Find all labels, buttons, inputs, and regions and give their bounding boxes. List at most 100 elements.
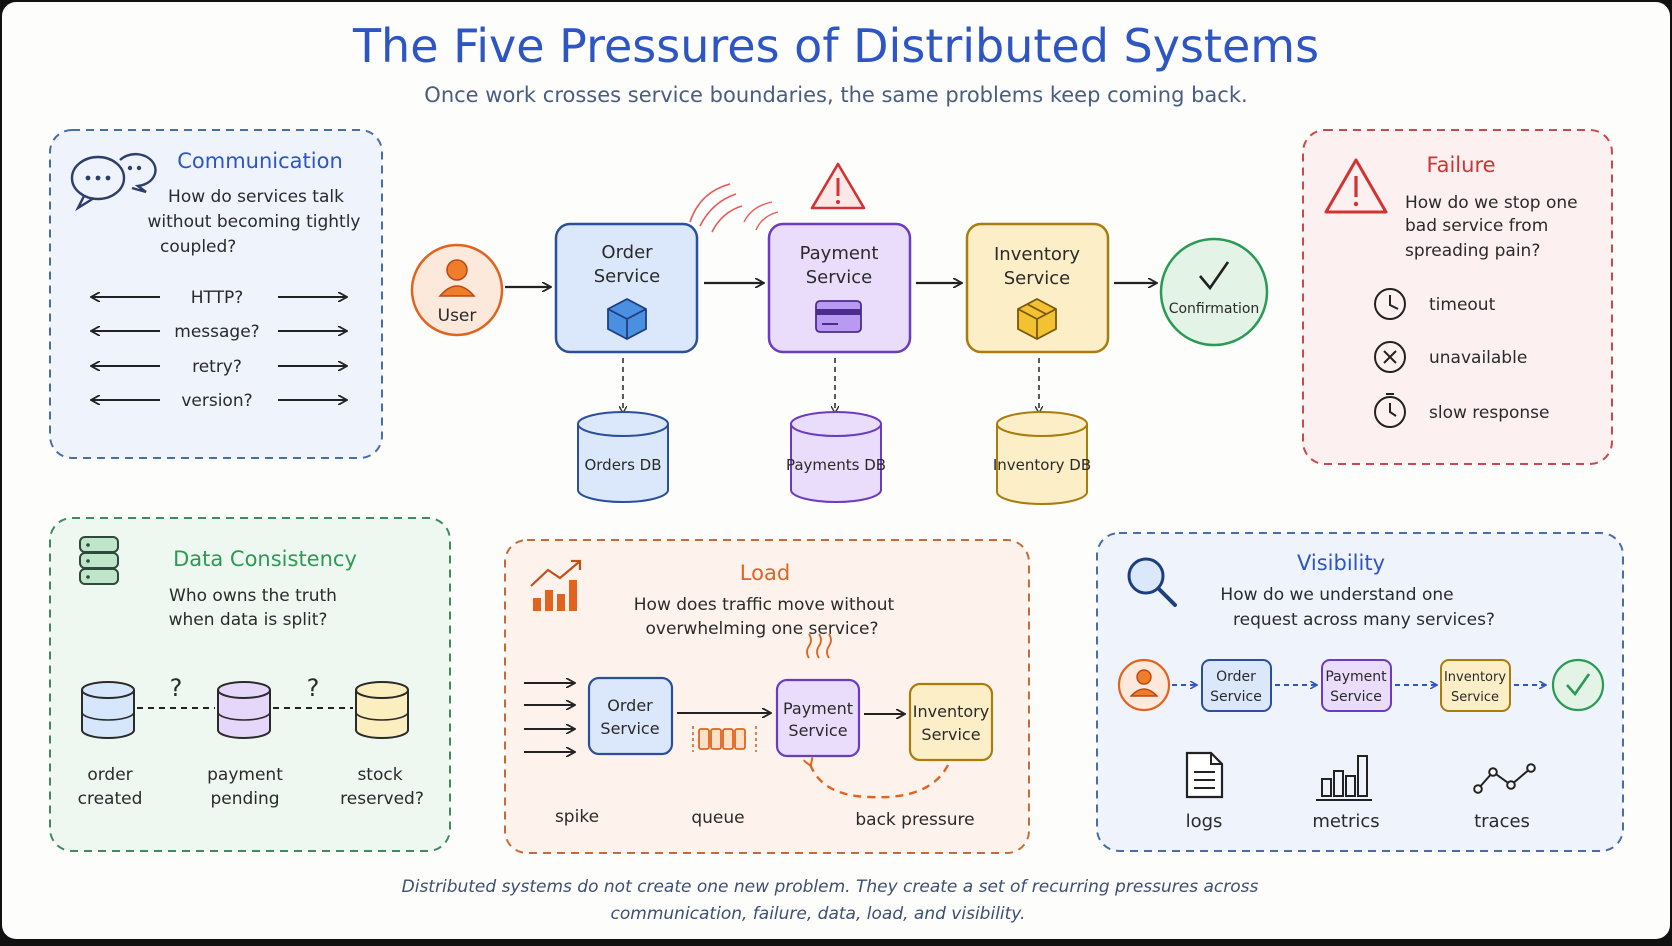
consistency-question-mark-2: ? xyxy=(307,674,320,702)
failure-question-line-1: How do we stop one xyxy=(1405,193,1578,213)
credit-card-icon xyxy=(815,300,862,333)
svg-text:Service: Service xyxy=(806,267,873,288)
svg-text:Orders DB: Orders DB xyxy=(584,456,661,474)
confirmation-label: Confirmation xyxy=(1169,301,1260,317)
page-subtitle: Once work crosses service boundaries, th… xyxy=(424,83,1247,107)
svg-text:slow response: slow response xyxy=(1429,403,1550,423)
user-node: User xyxy=(410,243,504,337)
visibility-question-line-1: How do we understand one xyxy=(1220,585,1453,605)
state-payment-line-2: pending xyxy=(210,789,279,809)
svg-text:Service: Service xyxy=(1210,689,1262,705)
user-icon xyxy=(438,259,476,297)
search-icon xyxy=(1127,557,1177,607)
load-title: Load xyxy=(740,561,790,585)
communication-item-message: message? xyxy=(92,322,346,342)
logs-icon xyxy=(1185,751,1224,799)
service-flow: User Order Service xyxy=(410,162,1269,505)
trace-success-icon xyxy=(1551,658,1605,712)
communication-item-version: version? xyxy=(92,391,346,411)
communication-question-line-1: How do services talk xyxy=(168,187,344,207)
traffic-spike-arrows xyxy=(524,683,574,752)
stock-state-db xyxy=(355,681,409,739)
consistency-title: Data Consistency xyxy=(173,547,357,571)
visibility-label-traces: traces xyxy=(1474,811,1530,832)
failure-question-line-3: spreading pain? xyxy=(1405,241,1540,261)
failure-item-timeout: timeout xyxy=(1374,288,1496,320)
visibility-title: Visibility xyxy=(1297,551,1385,575)
footer-line-1: Distributed systems do not create one ne… xyxy=(402,877,1259,897)
traces-icon xyxy=(1473,763,1536,794)
svg-text:retry?: retry? xyxy=(192,357,242,377)
failure-warning-icon xyxy=(1324,158,1388,214)
svg-text:Inventory: Inventory xyxy=(913,702,989,721)
visibility-label-logs: logs xyxy=(1186,811,1223,832)
inventory-db: Inventory DB xyxy=(993,411,1091,505)
communication-panel-frame xyxy=(49,129,383,459)
svg-text:Service: Service xyxy=(1330,689,1382,705)
confirmation-node: Confirmation xyxy=(1159,237,1269,347)
failure-item-slow-response: slow response xyxy=(1374,393,1550,428)
svg-text:Inventory: Inventory xyxy=(994,244,1080,265)
consistency-question-line-2: when data is split? xyxy=(169,610,328,630)
communication-question-line-3: coupled? xyxy=(160,237,236,257)
failure-title: Failure xyxy=(1426,153,1495,177)
svg-text:Service: Service xyxy=(1451,690,1499,705)
stopwatch-icon xyxy=(1374,393,1406,428)
load-label-spike: spike xyxy=(555,807,599,827)
svg-text:HTTP?: HTTP? xyxy=(191,288,244,308)
state-payment-line-1: payment xyxy=(207,765,283,785)
trace-inventory-service: Inventory Service xyxy=(1440,659,1511,712)
trend-chart-icon xyxy=(530,559,582,611)
svg-text:Order: Order xyxy=(607,696,653,715)
footer-line-2: communication, failure, data, load, and … xyxy=(611,904,1026,924)
svg-text:Inventory: Inventory xyxy=(1444,670,1506,685)
close-circle-icon xyxy=(1374,341,1406,373)
svg-text:Service: Service xyxy=(921,725,980,744)
package-icon xyxy=(1017,297,1057,341)
svg-text:version?: version? xyxy=(181,391,252,411)
state-stock-line-1: stock xyxy=(357,765,402,785)
clock-icon xyxy=(1374,288,1406,320)
check-icon xyxy=(1199,261,1230,291)
svg-text:Service: Service xyxy=(788,721,847,740)
svg-text:unavailable: unavailable xyxy=(1429,348,1527,368)
inventory-service-node: Inventory Service xyxy=(965,222,1110,354)
chat-bubbles-icon xyxy=(70,152,157,212)
visibility-label-metrics: metrics xyxy=(1312,811,1379,832)
state-order-line-1: order xyxy=(87,765,132,785)
svg-text:Payments DB: Payments DB xyxy=(786,456,886,474)
svg-text:Payment: Payment xyxy=(1325,669,1387,685)
failure-item-unavailable: unavailable xyxy=(1374,341,1527,373)
load-order-service: Order Service xyxy=(587,676,674,756)
communication-panel: Communication How do services talk witho… xyxy=(49,129,383,459)
order-state-db xyxy=(81,681,135,739)
page-title: The Five Pressures of Distributed System… xyxy=(352,19,1319,73)
svg-text:Service: Service xyxy=(1004,268,1071,289)
visibility-question-line-2: request across many services? xyxy=(1233,610,1495,630)
database-stack-icon xyxy=(79,536,119,585)
communication-question-line-2: without becoming tightly xyxy=(148,212,361,232)
svg-text:Inventory DB: Inventory DB xyxy=(993,456,1091,474)
visibility-panel: Visibility How do we understand one requ… xyxy=(1096,532,1624,852)
cube-icon xyxy=(607,297,647,341)
data-consistency-panel: Data Consistency Who owns the truth when… xyxy=(49,517,451,852)
state-stock-line-2: reserved? xyxy=(340,789,424,809)
svg-text:Order: Order xyxy=(601,242,653,263)
state-order-line-2: created xyxy=(78,789,143,809)
load-label-back-pressure: back pressure xyxy=(855,810,974,830)
consistency-question-mark-1: ? xyxy=(170,674,183,702)
consistency-question-line-1: Who owns the truth xyxy=(169,586,337,606)
trace-payment-service: Payment Service xyxy=(1321,659,1392,712)
load-question-line-1: How does traffic move without xyxy=(634,595,895,615)
failure-question-line-2: bad service from xyxy=(1405,216,1548,236)
payment-state-db xyxy=(217,681,271,739)
load-payment-service: Payment Service xyxy=(775,678,861,758)
failure-panel: Failure How do we stop one bad service f… xyxy=(1302,129,1613,465)
order-service-node: Order Service xyxy=(554,222,699,354)
svg-text:timeout: timeout xyxy=(1429,295,1496,315)
message-queue xyxy=(692,726,757,752)
warning-icon xyxy=(810,162,866,210)
trace-order-service: Order Service xyxy=(1201,659,1272,712)
